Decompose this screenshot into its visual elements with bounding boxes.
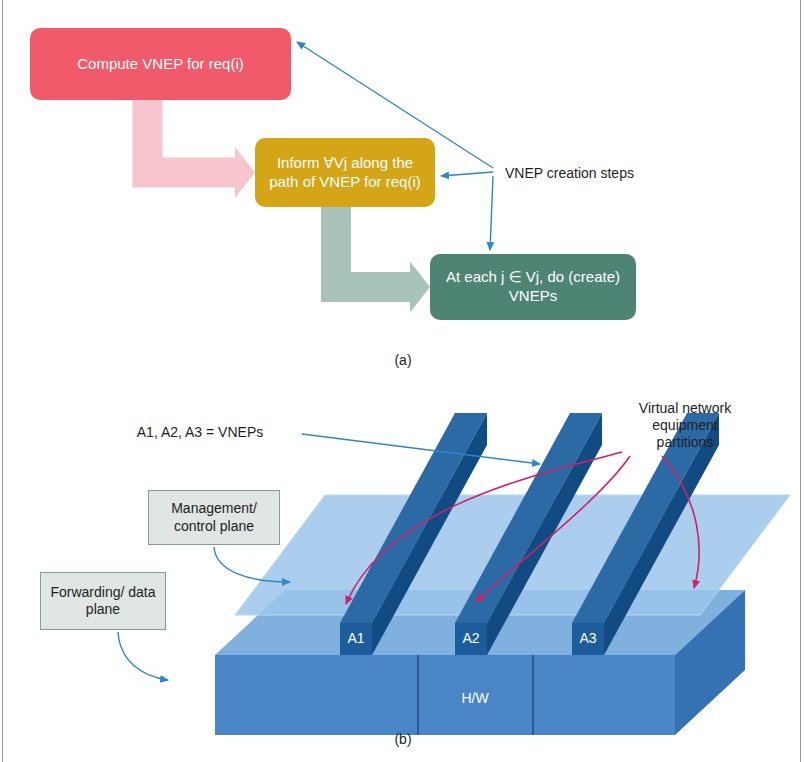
callout-label: VNEP creation steps bbox=[505, 165, 665, 182]
process-box: Compute VNEP for req(i) bbox=[30, 28, 291, 100]
node-text: A1 bbox=[347, 630, 364, 648]
node-text: At each j ∈ Vj, do (create) VNEPs bbox=[438, 268, 628, 306]
process-box: At each j ∈ Vj, do (create) VNEPs bbox=[430, 254, 636, 320]
node-text: Inform ∀Vj along the path of VNEP for re… bbox=[263, 154, 427, 192]
vnep-bar: A2 bbox=[455, 623, 487, 655]
plane-label-box: Management/ control plane bbox=[148, 490, 280, 545]
panel-label: (a) bbox=[383, 352, 423, 369]
process-box: Inform ∀Vj along the path of VNEP for re… bbox=[255, 138, 435, 207]
vnep-bar: A1 bbox=[340, 623, 372, 655]
callout-arrows bbox=[118, 434, 699, 680]
frame-line bbox=[800, 0, 801, 762]
node-text: Compute VNEP for req(i) bbox=[77, 55, 243, 74]
vnep-bar: A3 bbox=[572, 623, 604, 655]
hardware-label: H/W bbox=[440, 690, 510, 707]
node-text: A2 bbox=[462, 630, 479, 648]
node-text: Forwarding/ data plane bbox=[47, 584, 159, 619]
panel-label: (b) bbox=[383, 731, 423, 748]
plane-label-box: Forwarding/ data plane bbox=[40, 572, 166, 630]
node-text: A3 bbox=[579, 630, 596, 648]
block-arrow bbox=[336, 207, 430, 313]
block-arrow bbox=[147, 100, 255, 198]
frame-line bbox=[2, 0, 3, 762]
callout-label: A1, A2, A3 = VNEPs bbox=[100, 424, 300, 441]
node-text: Management/ control plane bbox=[155, 500, 273, 535]
callout-label: Virtual network equipment partitions bbox=[625, 400, 745, 450]
